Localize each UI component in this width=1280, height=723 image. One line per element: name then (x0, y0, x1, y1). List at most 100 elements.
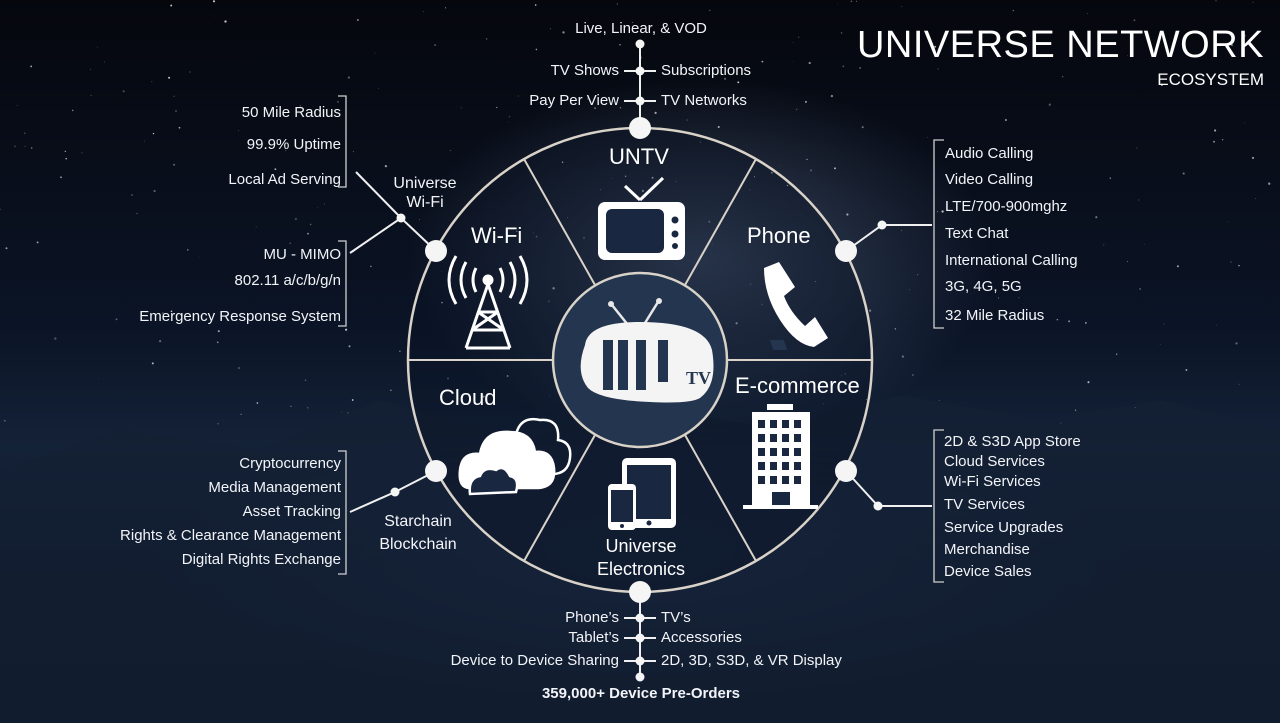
wifi-feature-1: 50 Mile Radius (241, 104, 341, 121)
star (1235, 342, 1238, 345)
untv-feature-right-1: Subscriptions (661, 62, 752, 79)
star (274, 168, 277, 171)
star (324, 203, 325, 205)
star (1182, 172, 1185, 175)
star (30, 147, 33, 149)
cloud-icon (458, 417, 572, 496)
connector-nodes (390, 39, 887, 682)
star (591, 66, 594, 69)
star (806, 158, 808, 160)
star (460, 107, 462, 109)
star (737, 81, 740, 84)
star (587, 98, 588, 100)
star (390, 389, 392, 392)
star (1227, 220, 1229, 222)
cloud-feature-2: Media Management (208, 479, 341, 496)
star (724, 77, 727, 80)
star (345, 328, 348, 331)
star (534, 4, 537, 6)
star (1005, 119, 1007, 121)
star (861, 126, 864, 129)
star (419, 219, 420, 220)
devices-icon (608, 458, 676, 530)
star (549, 28, 551, 30)
wifi-feature-3: Local Ad Serving (228, 171, 341, 188)
star (1144, 244, 1145, 245)
star (384, 164, 388, 168)
star (547, 300, 550, 303)
star (173, 163, 176, 166)
star (808, 61, 811, 65)
cloud-feature-4: Rights & Clearance Management (120, 527, 341, 544)
star (189, 71, 191, 73)
untv-logo (580, 298, 788, 403)
star (158, 339, 162, 343)
star (151, 362, 154, 365)
star (5, 247, 8, 250)
star (315, 324, 317, 325)
star (850, 0, 853, 3)
page-subtitle: ECOSYSTEM (1157, 70, 1264, 89)
phone-feature-2: Video Calling (945, 171, 1034, 188)
star (36, 241, 39, 244)
star (582, 236, 586, 240)
phone-feature-5: International Calling (945, 252, 1078, 269)
star (1063, 257, 1064, 259)
wifi-label-line2: Wi-Fi (406, 194, 444, 211)
cloud-feature-1: Cryptocurrency (239, 455, 341, 472)
star (290, 405, 292, 407)
star (255, 226, 257, 228)
star (441, 270, 443, 272)
star (1176, 265, 1179, 268)
star (0, 208, 1, 211)
star (1133, 19, 1136, 22)
star (1159, 343, 1161, 345)
star (1268, 182, 1271, 185)
star (1095, 216, 1098, 219)
star (1163, 323, 1165, 325)
wifi-feature-4: MU - MIMO (263, 246, 341, 263)
star (90, 94, 92, 96)
star (1087, 13, 1088, 14)
star (153, 189, 156, 193)
star (1116, 353, 1118, 355)
wifi-feature-2: 99.9% Uptime (246, 136, 341, 153)
star (1252, 1, 1254, 3)
star (356, 19, 359, 21)
segment-dividers (408, 158, 872, 562)
electronics-feature-left-1: Phone’s (565, 609, 619, 626)
phone-feature-7: 32 Mile Radius (945, 307, 1045, 324)
star (616, 3, 618, 5)
star (840, 32, 843, 34)
star (1068, 320, 1071, 323)
star (823, 403, 824, 405)
star (619, 107, 622, 109)
star (30, 65, 33, 68)
star (841, 375, 843, 377)
starchain-label-line1: Starchain (384, 513, 452, 530)
star (496, 106, 498, 108)
star (65, 157, 67, 160)
star (217, 423, 219, 425)
star (814, 281, 816, 283)
star (445, 7, 447, 9)
star (516, 230, 518, 232)
segment-label-ecommerce: E-commerce (735, 373, 860, 398)
star (175, 110, 177, 113)
wifi-feature-5: 802.11 a/c/b/g/n (234, 272, 341, 289)
star (307, 407, 309, 409)
segment-label-wifi: Wi-Fi (471, 223, 523, 248)
star (377, 87, 379, 89)
star (1056, 318, 1059, 321)
star (837, 2, 839, 4)
star (1087, 381, 1090, 384)
star (912, 374, 914, 376)
star (434, 44, 437, 47)
star (299, 105, 301, 107)
logo-tv-text: TV (686, 368, 711, 388)
untv-feature-right-2: TV Networks (661, 92, 747, 109)
star (447, 377, 449, 380)
star (238, 130, 239, 132)
star (351, 399, 354, 401)
